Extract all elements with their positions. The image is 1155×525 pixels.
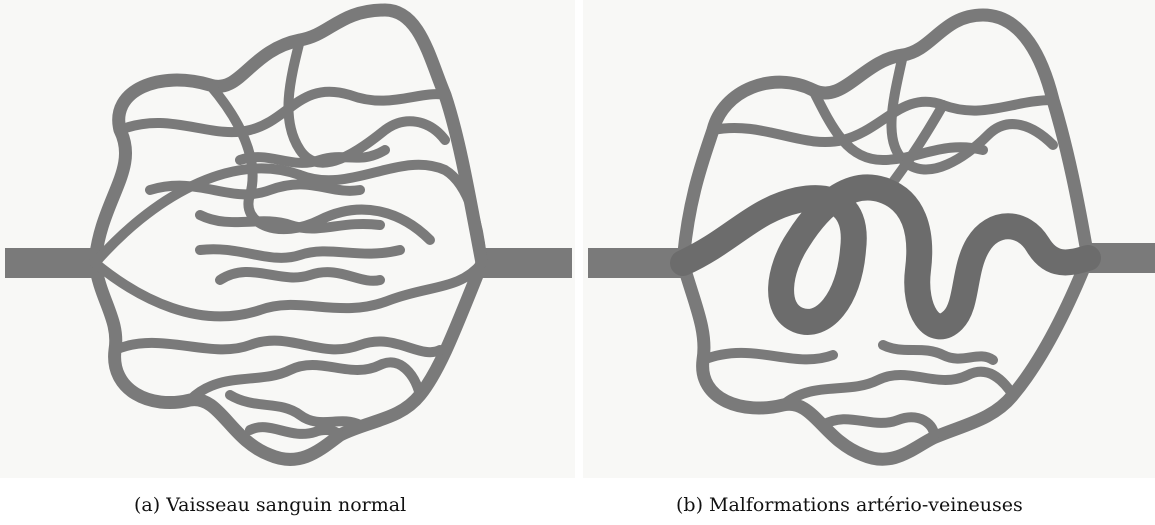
caption-figure-b: (b) Malformations artério-veineuses (676, 494, 1023, 516)
avm-illustration (583, 0, 1155, 478)
caption-figure-a: (a) Vaisseau sanguin normal (134, 494, 406, 516)
figure-b-avm (583, 0, 1155, 478)
figure-a-normal-vessel (0, 0, 575, 478)
normal-vessel-illustration (0, 0, 575, 478)
